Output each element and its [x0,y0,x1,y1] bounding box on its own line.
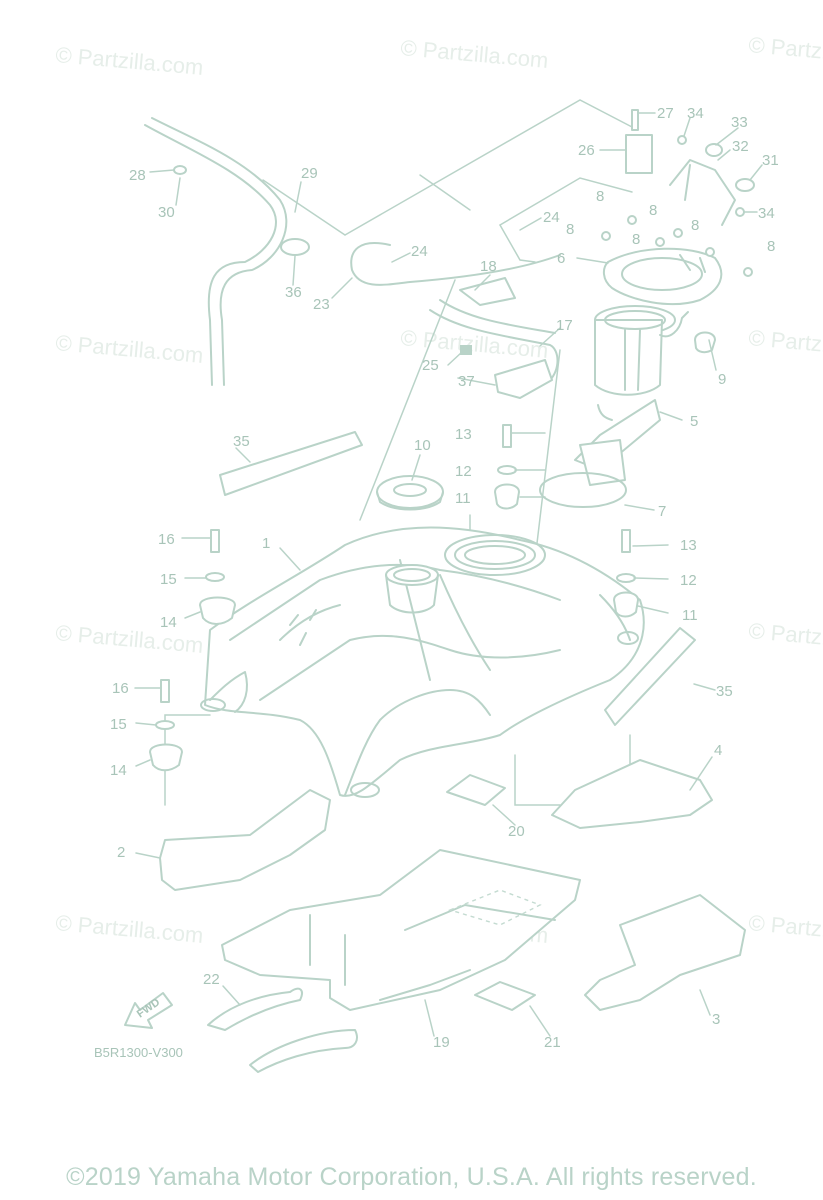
part-25 [460,345,472,355]
callout-31: 31 [762,152,779,169]
callout-27: 27 [657,105,674,122]
callout-13: 13 [455,426,472,443]
top-hardware [625,109,755,226]
callout-35: 35 [716,683,733,700]
watermark: © Partzilla.com [748,910,823,948]
callout-34: 34 [687,105,704,122]
callout-8: 8 [691,217,699,234]
clamp-36 [280,238,310,256]
mount-hardware-right [613,529,639,618]
leader-lines [134,112,763,1037]
mount-hardware-left-lower [149,679,183,772]
callout-8: 8 [596,188,604,205]
watermark: © Partzilla.com [748,618,823,656]
hose-23 [350,242,561,286]
callout-14: 14 [110,762,127,779]
callout-33: 33 [731,114,748,131]
callout-26: 26 [578,142,595,159]
callout-2: 2 [117,844,125,861]
callout-28: 28 [129,167,146,184]
pad-20 [446,774,506,806]
watermark: © Partzilla.com [748,325,823,363]
side-panel-2 [159,789,331,891]
gasket-ring [539,472,627,508]
fuel-cap [376,475,444,511]
under-tray [221,849,581,1011]
callout-19: 19 [433,1034,450,1051]
callout-7: 7 [658,503,666,520]
mount-hardware-center [494,424,520,510]
pump-plate [602,247,723,306]
callout-34: 34 [758,205,775,222]
callout-30: 30 [158,204,175,221]
callout-24: 24 [543,209,560,226]
callout-15: 15 [110,716,127,733]
callout-36: 36 [285,284,302,301]
callout-20: 20 [508,823,525,840]
callouts: 1 2 3 4 5 6 7 8 8 8 8 8 8 9 10 11 11 12 … [110,105,779,1051]
fwd-arrow-icon: FWD [124,992,173,1029]
mount-hardware-left-upper [199,529,236,625]
callout-12: 12 [455,463,472,480]
callout-8: 8 [767,238,775,255]
callout-16: 16 [112,680,129,697]
callout-8: 8 [632,231,640,248]
watermark: © Partzilla.com [55,330,205,368]
callout-11: 11 [455,490,471,507]
callout-22: 22 [203,971,220,988]
fuel-tank [200,526,645,798]
callout-14: 14 [160,614,177,631]
callout-3: 3 [712,1011,720,1028]
pad-21 [474,981,536,1011]
hose-22b [249,1029,358,1073]
watermark: © Partzilla.com [55,910,205,948]
callout-25: 25 [422,357,439,374]
watermark: © Partzilla.com [400,35,550,73]
callout-24: 24 [411,243,428,260]
callout-15: 15 [160,571,177,588]
fuel-pump [574,305,689,486]
part-18 [459,277,516,306]
side-panel-3 [584,894,746,1011]
callout-9: 9 [718,371,726,388]
callout-16: 16 [158,531,175,548]
callout-32: 32 [732,138,749,155]
watermark: © Partzilla.com [55,42,205,80]
callout-21: 21 [544,1034,561,1051]
connector-37 [494,359,553,399]
diagram-code: B5R1300-V300 [94,1045,183,1060]
hose-22a [207,987,303,1031]
rubber-strip-upper [219,431,363,496]
callout-1: 1 [262,535,270,552]
callout-12: 12 [680,572,697,589]
copyright-notice: ©2019 Yamaha Motor Corporation, U.S.A. A… [66,1163,757,1191]
rubber-strip-lower [604,627,696,726]
callout-37: 37 [458,373,475,390]
callout-11: 11 [682,607,698,624]
callout-13: 13 [680,537,697,554]
callout-29: 29 [301,165,318,182]
callout-23: 23 [313,296,330,313]
watermark: © Partzilla.com [748,32,823,70]
callout-8: 8 [566,221,574,238]
callout-10: 10 [414,437,431,454]
callout-6: 6 [557,250,565,267]
hose-17 [429,299,559,381]
callout-35: 35 [233,433,250,450]
callout-5: 5 [690,413,698,430]
watermark: © Partzilla.com [55,620,205,658]
callout-8: 8 [649,202,657,219]
callout-4: 4 [714,742,722,759]
callout-18: 18 [480,258,497,275]
side-panel-4 [551,759,713,829]
callout-17: 17 [556,317,573,334]
